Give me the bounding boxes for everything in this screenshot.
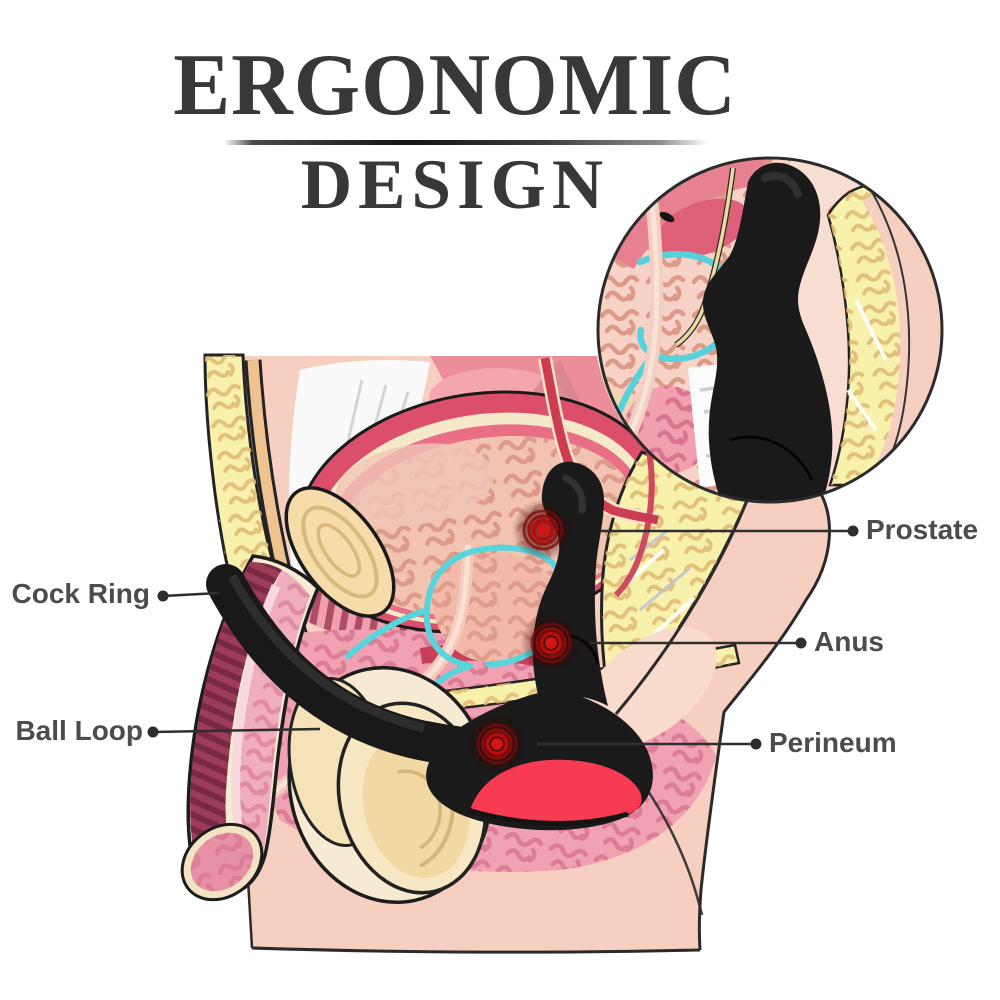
leader-lines [147,525,859,750]
page-title-line1: ERGONOMIC [173,37,737,134]
pubic-bone [284,486,396,618]
penis-tip [180,822,264,902]
product-red-accent [470,759,642,823]
label-dot-prostate [847,525,859,537]
vibration-indicator-prostate [510,497,576,563]
leader-line-cock-ring [162,591,220,598]
label-dot-cock-ring [157,590,169,602]
label-anus: Anus [814,626,884,657]
label-perineum: Perineum [769,727,897,758]
label-cock-ring: Cock Ring [11,578,150,609]
label-dot-ball-loop [147,726,159,738]
vibration-indicator-anus [518,610,584,676]
magnifier-inset [596,156,944,504]
magnifier-inset-border [596,156,944,504]
magnified-product-tip [702,162,833,501]
vibration-indicator-perineum [464,711,530,777]
label-ball-loop: Ball Loop [15,715,143,746]
title-divider [224,140,708,145]
label-prostate: Prostate [866,514,979,545]
label-dot-anus [795,637,807,649]
page-title-line2: DESIGN [300,146,610,224]
label-dot-perineum [750,738,762,750]
leader-line-ball-loop [152,727,321,734]
